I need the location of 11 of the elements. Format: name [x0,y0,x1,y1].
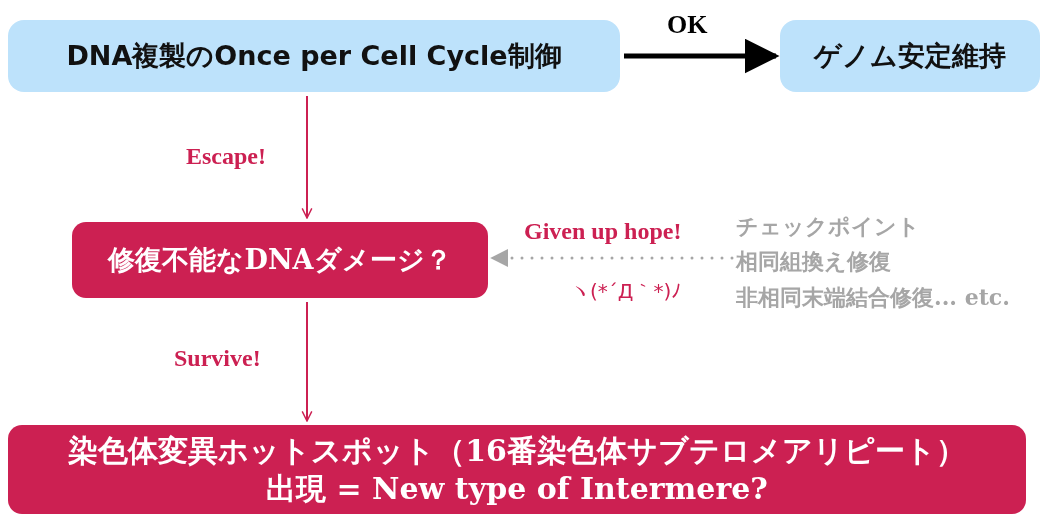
note-text: チェックポイント [736,212,920,242]
arrow [624,38,780,74]
arrow [301,301,313,422]
result-box: 染色体変異ホットスポット（16番染色体サブテロメアリピート）出現 = New type of Intermere? [8,425,1026,514]
result-box: ゲノム安定維持 [780,20,1040,92]
arrow [490,249,734,267]
process-box: 修復不能なDNAダメージ？ [72,222,488,298]
note-text: 非相同末端結合修復... etc. [736,282,1010,312]
note-text: 相同組換え修復 [736,247,891,277]
process-box: DNA複製のOnce per Cell Cycle制御 [8,20,620,92]
arrow [301,95,313,219]
